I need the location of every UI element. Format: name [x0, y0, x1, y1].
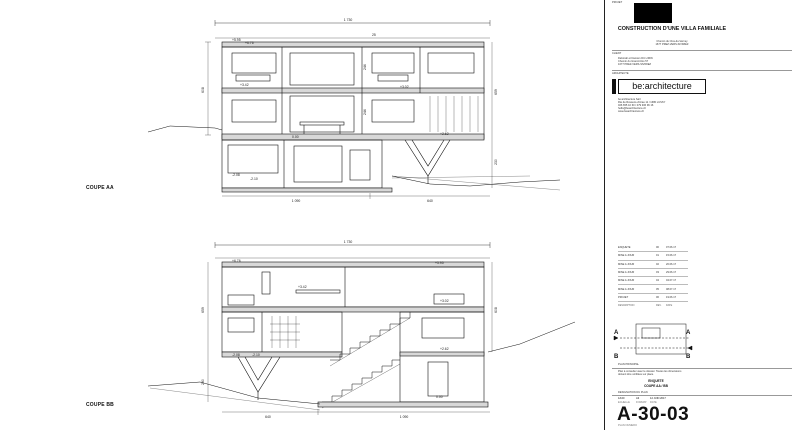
logo-bar-icon [612, 79, 616, 94]
aa-right-height: 659 [494, 89, 498, 95]
svg-text:A: A [614, 330, 619, 336]
client-info: Deborah et Damien DU LIMIN Chemin du Gra… [618, 57, 653, 67]
sheet-title-2: COUPE AA / BB [644, 384, 668, 388]
designation-label: DESIGNATION DU PLAN [618, 391, 648, 394]
aa-level-1: +6.76 [245, 41, 254, 45]
svg-text:B: B [614, 354, 619, 360]
aa-overall-dim: 1 730 [344, 18, 353, 22]
bb-level-3: +3.02 [440, 299, 449, 303]
key-plan: A A B B [613, 323, 693, 360]
aa-bottom-left-dim: 1 090 [292, 199, 301, 203]
section-aa-label: COUPE AA [86, 185, 114, 191]
bb-level-7: -2.10 [252, 353, 260, 357]
format-value: A3 [636, 397, 640, 400]
bb-level-2: +3.42 [298, 285, 307, 289]
meta-label-date: DATE [650, 401, 657, 404]
projet-label: PROJET [612, 1, 623, 4]
aa-level-7: -2.10 [250, 177, 258, 181]
architect-logo: be:architecture [618, 79, 706, 94]
section-aa-drawing [147, 20, 561, 199]
bb-level-1: +5.95 [435, 261, 444, 265]
bb-level-4: +2.62 [440, 347, 449, 351]
meta-label-format: FORMAT [636, 401, 647, 404]
svg-text:A: A [686, 330, 691, 336]
plan-principal-label: PLAN PRINCIPAL [618, 363, 639, 366]
project-title: CONSTRUCTION D'UNE VILLA FAMILIALE [617, 26, 727, 32]
bb-level-6: -2.08 [232, 353, 240, 357]
client-label: CLIENT [612, 52, 622, 55]
section-drawings: 1 730 1 090 640 608 659 230 +5.95 +6.76 … [147, 18, 576, 419]
aa-lower-height: 230 [494, 159, 498, 165]
bb-left-height: 659 [201, 307, 205, 313]
architecte-label: ARCHITECTE [612, 72, 629, 75]
aa-dim-small-2: 244 [363, 109, 367, 115]
aa-level-5: 0.00 [292, 135, 299, 139]
plan-number-label: PLAN NUMERO [618, 424, 638, 427]
divider [612, 50, 792, 51]
bb-overall-dim: 1 730 [344, 240, 353, 244]
project-address: Chemin du Clos-du-Verney 1677 PREZ-VERS-… [655, 40, 689, 47]
divider [612, 368, 792, 369]
bb-lower-height: 290 [201, 379, 205, 385]
sheet-title-1: ENQUETE [648, 379, 664, 383]
bb-bottom-left-dim: 640 [265, 415, 271, 419]
scale-value: 1/100 [618, 397, 625, 400]
title-block [604, 0, 800, 430]
bb-right-height: 608 [494, 307, 498, 313]
section-bb-label: COUPE BB [86, 402, 114, 408]
section-bb-drawing [147, 242, 576, 415]
sheet-number: A-30-03 [617, 404, 690, 425]
aa-level-2: +3.42 [240, 83, 249, 87]
aa-level-3: +3.02 [400, 85, 409, 89]
bb-bottom-right-dim: 1 090 [400, 415, 409, 419]
meta-label-scale: ECHELLE [618, 401, 630, 404]
aa-level-0: +5.95 [232, 38, 241, 42]
date-value: 12 JUIN 2017 [650, 397, 666, 400]
architect-info: be:architecture Sàrl Rte de Rossens-d'Ar… [618, 98, 666, 114]
aa-bottom-right-dim: 640 [427, 199, 433, 203]
aa-left-height: 608 [201, 87, 205, 93]
bb-level-5: 0.00 [436, 395, 443, 399]
aa-level-4: +2.62 [440, 132, 449, 136]
svg-text:B: B [686, 354, 691, 360]
redaction-box [634, 3, 672, 23]
plan-note: Plan à consulter avec le dossier. Toutes… [618, 370, 682, 377]
divider [612, 395, 792, 396]
aa-dim-small-1: 244 [363, 64, 367, 70]
divider [612, 70, 792, 71]
aa-level-6: -2.08 [232, 173, 240, 177]
bb-level-0: +6.76 [232, 259, 241, 263]
aa-dim-small-0: 25 [372, 33, 376, 37]
